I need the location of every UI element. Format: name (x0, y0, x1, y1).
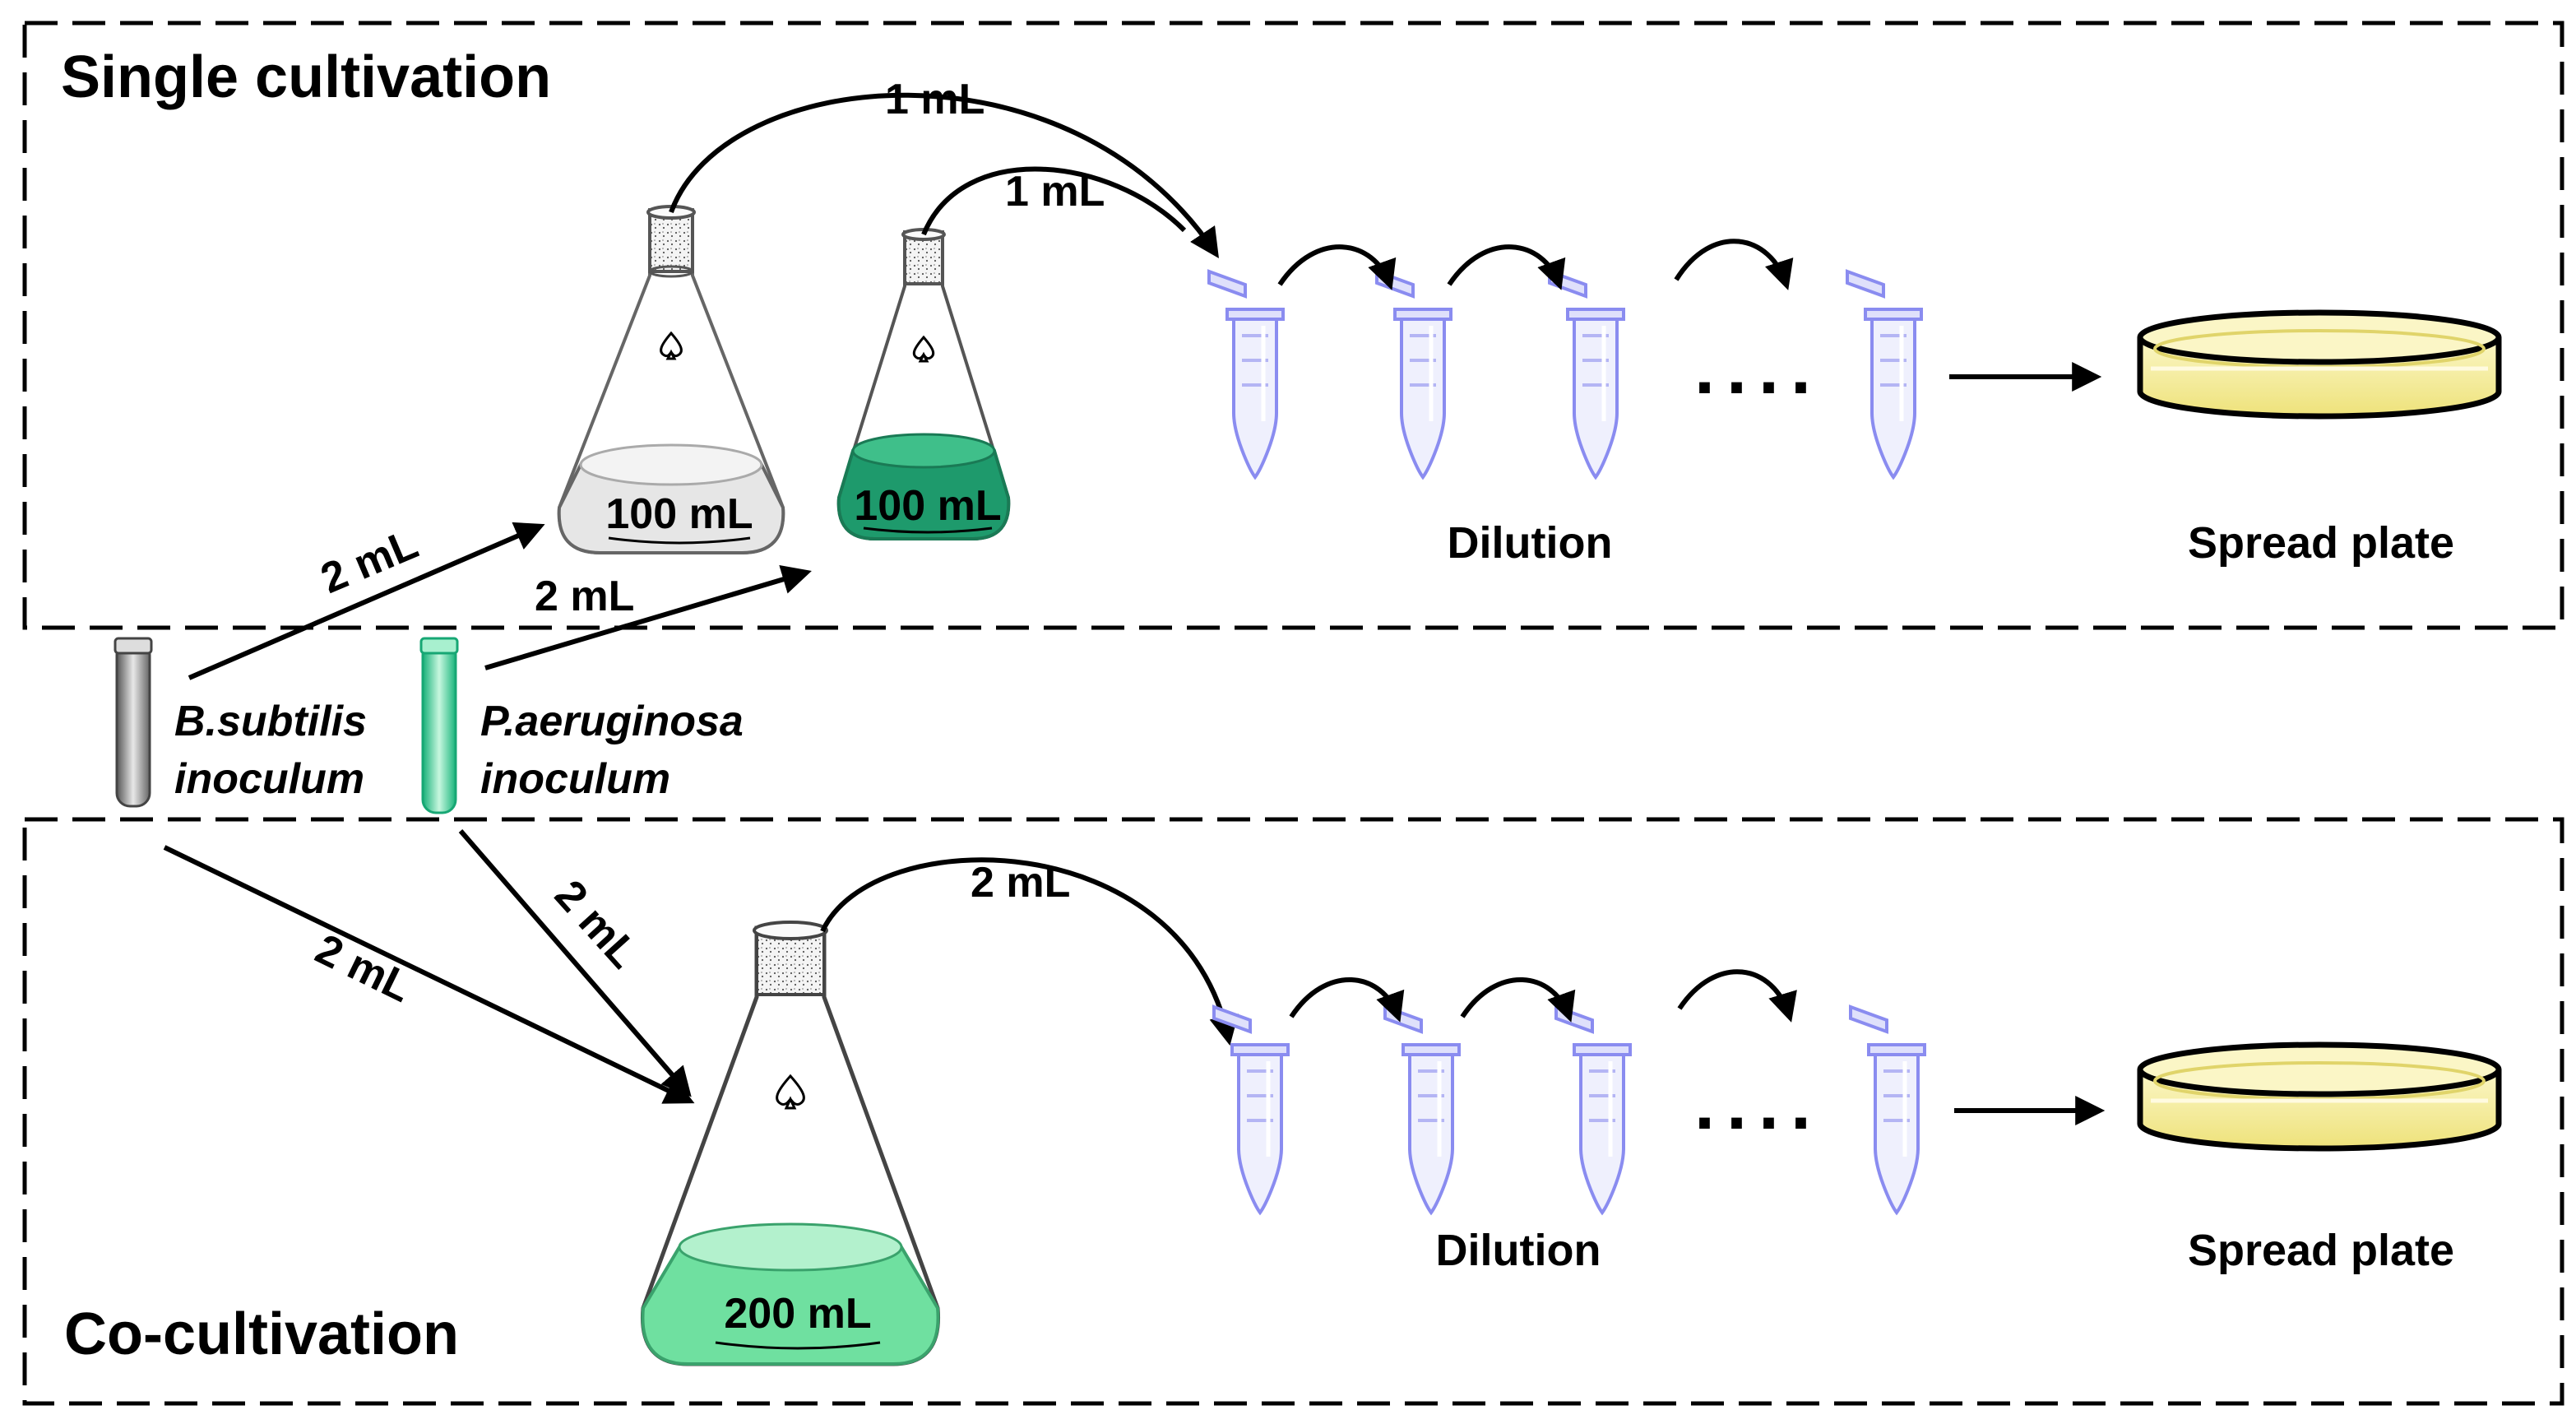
co-dilution-arrow (1289, 977, 1405, 1023)
co-dilution-dots: .... (1694, 1063, 1823, 1145)
co-dilution-tube (1214, 1007, 1288, 1213)
paeruginosa-label: P.aeruginosa inoculum (480, 698, 755, 803)
single-dilution-tube (1847, 271, 1921, 477)
single-cultivation-frame (22, 21, 2564, 630)
co-dilution-tube (1556, 1007, 1630, 1213)
bsubtilis-label: B.subtilis inoculum (174, 698, 378, 803)
co-culture-flask: 200 mL (640, 921, 941, 1366)
single-flask-bsubtilis: 100 mL (557, 205, 785, 554)
single-transfer-arrow-2 (921, 166, 1187, 236)
co-transfer-arrow (820, 857, 1239, 1046)
co-spread-plate-label: Spread plate (2188, 1226, 2454, 1275)
single-dilution-tube (1550, 271, 1624, 477)
single-flask2-volume: 100 mL (854, 482, 1001, 530)
single-spread-plate-label: Spread plate (2188, 518, 2454, 568)
single-transfer1-label: 1 mL (885, 76, 985, 123)
paeruginosa-to-single-arrow (484, 564, 812, 670)
single-dilution-arrow (1674, 239, 1794, 290)
paeruginosa-to-co-label: 2 mL (545, 871, 647, 977)
co-dilution-tube (1385, 1007, 1459, 1213)
bsubtilis-to-co-arrow (163, 845, 695, 1104)
co-dilution-label: Dilution (1436, 1226, 1601, 1275)
single-transfer2-label: 1 mL (1005, 168, 1105, 216)
paeruginosa-to-co-arrow (458, 829, 692, 1097)
single-dilution-label: Dilution (1448, 518, 1613, 568)
single-dilution-arrow (1447, 244, 1566, 290)
single-petri-dish (2140, 313, 2499, 416)
single-dilution-tube (1209, 271, 1283, 477)
bsubtilis-to-single-label: 2 mL (314, 520, 424, 603)
co-cultivation-frame (22, 817, 2564, 1406)
co-cultivation-title: Co-cultivation (64, 1301, 459, 1367)
co-transfer-label: 2 mL (971, 859, 1070, 907)
single-transfer-arrow-1 (669, 92, 1219, 258)
bsubtilis-inoculum-tube (114, 637, 153, 808)
single-dilution-tube (1377, 271, 1451, 477)
co-flask-volume: 200 mL (724, 1290, 871, 1338)
single-dilution-arrow (1277, 244, 1397, 290)
co-petri-dish (2140, 1045, 2499, 1148)
bsubtilis-to-co-label: 2 mL (308, 925, 419, 1012)
co-dilution-arrow (1460, 977, 1576, 1023)
single-cultivation-title: Single cultivation (61, 44, 551, 110)
co-dilution-tube (1851, 1007, 1925, 1213)
paeruginosa-to-single-label: 2 mL (535, 573, 634, 620)
single-dilution-dots: .... (1694, 327, 1823, 410)
bsubtilis-to-single-arrow (188, 522, 545, 680)
co-dilution-arrow (1677, 969, 1797, 1023)
single-flask1-volume: 100 mL (605, 490, 753, 538)
paeruginosa-inoculum-tube (419, 637, 459, 814)
single-flask-paeruginosa: 100 mL (836, 228, 1011, 540)
